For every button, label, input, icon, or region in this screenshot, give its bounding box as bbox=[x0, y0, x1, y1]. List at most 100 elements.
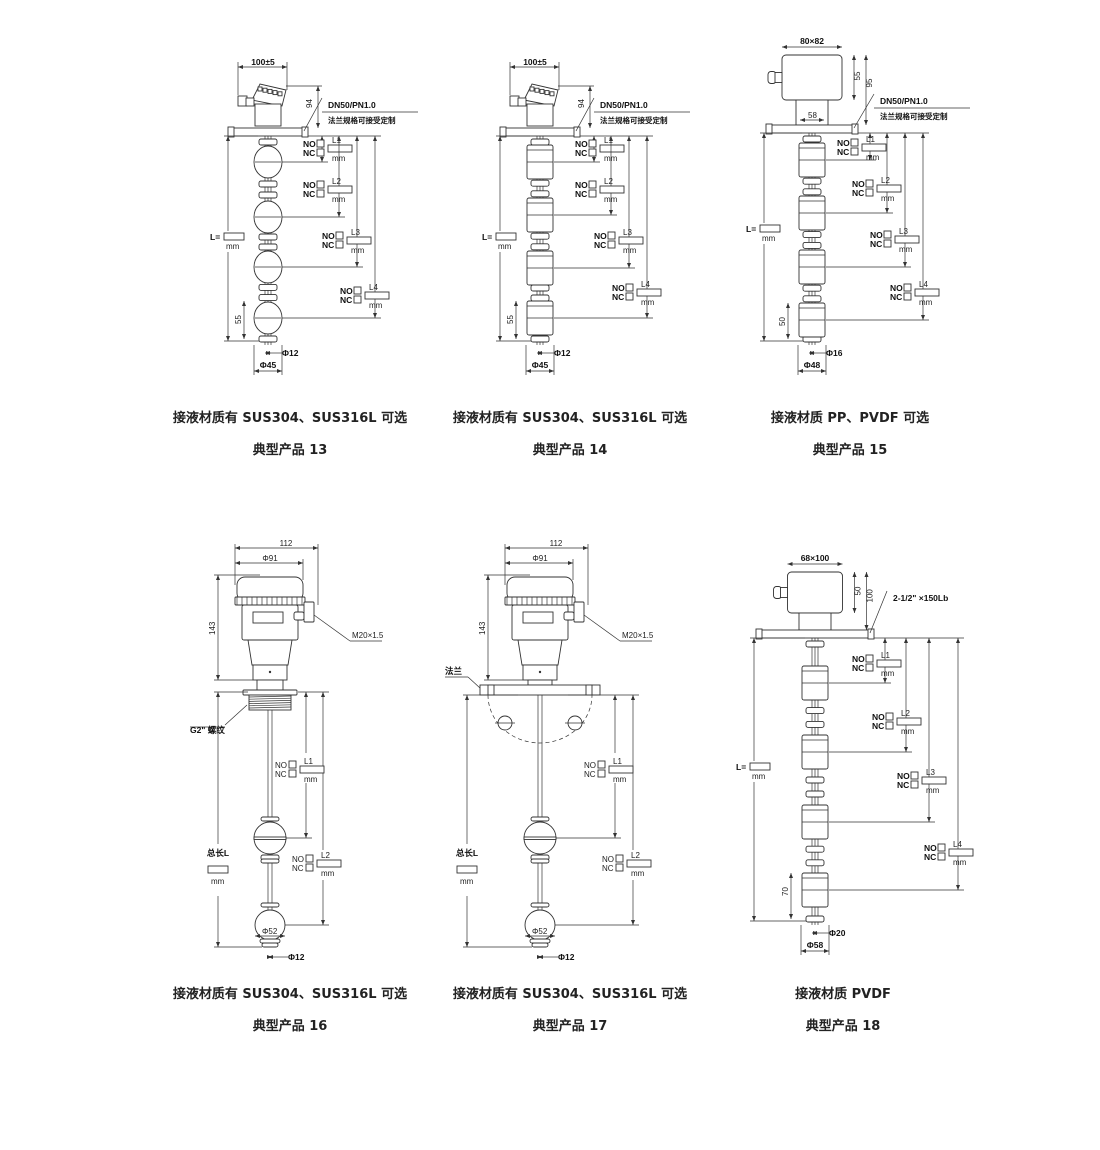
float-stopper-collar bbox=[530, 294, 550, 302]
material-caption: 接液材质有 SUS304、SUS316L 可选 bbox=[173, 410, 407, 426]
arrow-icon bbox=[904, 747, 908, 752]
float-stopper-collar bbox=[805, 720, 825, 728]
housing-neck bbox=[517, 639, 563, 666]
head-rib bbox=[262, 87, 268, 93]
float-stopper-collar bbox=[260, 816, 280, 822]
switch-point-label: L3 bbox=[351, 228, 360, 237]
box-height-label: 50 bbox=[854, 586, 863, 595]
switch-point-label: L4 bbox=[919, 280, 928, 289]
switch-point-input bbox=[636, 288, 662, 297]
no-label: NO bbox=[870, 230, 883, 240]
float-stopper-collar bbox=[258, 233, 278, 241]
arrow-icon bbox=[583, 546, 588, 550]
arrow-icon bbox=[883, 678, 887, 683]
switch-point-label: L4 bbox=[953, 840, 962, 849]
float-stopper-collar bbox=[530, 138, 550, 146]
no-checkbox bbox=[625, 283, 634, 292]
float-stopper-collar bbox=[802, 241, 822, 249]
top-dimension-label: 100±5 bbox=[523, 57, 547, 67]
no-checkbox bbox=[903, 283, 912, 292]
unit-label: mm bbox=[901, 727, 915, 736]
arrow-icon bbox=[298, 561, 303, 565]
arrow-icon bbox=[226, 336, 230, 341]
head-rib bbox=[529, 86, 535, 92]
arrow-icon bbox=[465, 942, 469, 947]
no-label: NO bbox=[602, 855, 614, 864]
model-caption: 典型产品 14 bbox=[533, 442, 608, 458]
switch-point-label: L3 bbox=[899, 227, 908, 236]
no-label: NO bbox=[594, 231, 607, 241]
unit-label: mm bbox=[623, 246, 637, 255]
arrow-icon bbox=[801, 949, 806, 953]
length-input bbox=[495, 232, 517, 241]
switch-point-input bbox=[316, 859, 342, 868]
no-checkbox bbox=[335, 231, 344, 240]
thread-line bbox=[248, 700, 292, 702]
arrow-icon bbox=[537, 955, 542, 959]
nc-label: NC bbox=[275, 770, 287, 779]
bottom-float-dimension-label: 70 bbox=[781, 887, 790, 896]
float-stopper-collar bbox=[260, 858, 280, 864]
flange-leader-line bbox=[869, 590, 888, 634]
float-stopper-collar bbox=[258, 191, 278, 199]
no-label: NO bbox=[575, 180, 588, 190]
float-stopper-collar bbox=[530, 816, 550, 822]
float-stopper-collar bbox=[258, 138, 278, 146]
nc-checkbox bbox=[850, 147, 859, 156]
model-caption: 典型产品 16 bbox=[253, 1018, 328, 1034]
arrow-icon bbox=[837, 45, 842, 49]
unit-label: mm bbox=[881, 669, 895, 678]
nc-checkbox bbox=[288, 769, 297, 778]
arrow-icon bbox=[786, 303, 790, 308]
nc-checkbox bbox=[865, 663, 874, 672]
arrow-icon bbox=[216, 675, 220, 680]
flange-bolt bbox=[851, 123, 859, 135]
unit-label: mm bbox=[332, 195, 346, 204]
arrow-icon bbox=[903, 133, 907, 138]
flange-note-label: 法兰规格可接受定制 bbox=[328, 115, 396, 125]
arrow-icon bbox=[282, 65, 287, 69]
switch-point-input bbox=[948, 848, 974, 857]
cable-thread-label: M20×1.5 bbox=[352, 631, 384, 640]
arrow-icon bbox=[787, 562, 793, 566]
float-stopper-collar bbox=[802, 295, 822, 303]
stem-diameter-label: Φ12 bbox=[558, 952, 575, 962]
housing-height-label: 143 bbox=[208, 621, 217, 635]
arrow-icon bbox=[226, 136, 230, 141]
no-checkbox bbox=[883, 230, 892, 239]
stem-diameter-label: Φ12 bbox=[554, 348, 571, 358]
arrow-icon bbox=[927, 817, 931, 822]
switch-point-label: L2 bbox=[321, 851, 330, 860]
arrow-icon bbox=[956, 638, 960, 643]
nc-label: NC bbox=[852, 663, 864, 673]
switch-point-input bbox=[896, 717, 922, 726]
nc-label: NC bbox=[837, 147, 849, 157]
flange-bolt bbox=[755, 628, 763, 640]
float-band bbox=[253, 836, 287, 840]
housing-neck bbox=[247, 639, 293, 666]
model-caption: 典型产品 15 bbox=[813, 442, 888, 458]
unit-label: mm bbox=[866, 153, 880, 162]
length-input bbox=[759, 224, 781, 233]
nc-label: NC bbox=[870, 239, 882, 249]
switch-point-label: L4 bbox=[641, 280, 650, 289]
float-stopper-collar bbox=[258, 283, 278, 291]
flange-bolt bbox=[765, 123, 773, 135]
arrow-icon bbox=[627, 263, 631, 268]
float-stopper-collar bbox=[805, 790, 825, 798]
nc-label: NC bbox=[303, 189, 315, 199]
arrow-icon bbox=[255, 934, 260, 938]
no-checkbox bbox=[885, 712, 894, 721]
cable-leader-line bbox=[313, 614, 351, 642]
nc-checkbox bbox=[316, 148, 325, 157]
switch-point-input bbox=[914, 288, 940, 297]
head-neck bbox=[526, 103, 554, 127]
arrow-icon bbox=[810, 351, 815, 355]
head-height-label: 94 bbox=[305, 99, 314, 108]
no-checkbox bbox=[316, 180, 325, 189]
float-diameter-label: Φ58 bbox=[807, 940, 824, 950]
flange-bolt-hole bbox=[585, 684, 593, 696]
switch-point-label: L2 bbox=[631, 851, 640, 860]
switch-point-label: L2 bbox=[332, 177, 341, 186]
thread-line bbox=[248, 704, 292, 707]
